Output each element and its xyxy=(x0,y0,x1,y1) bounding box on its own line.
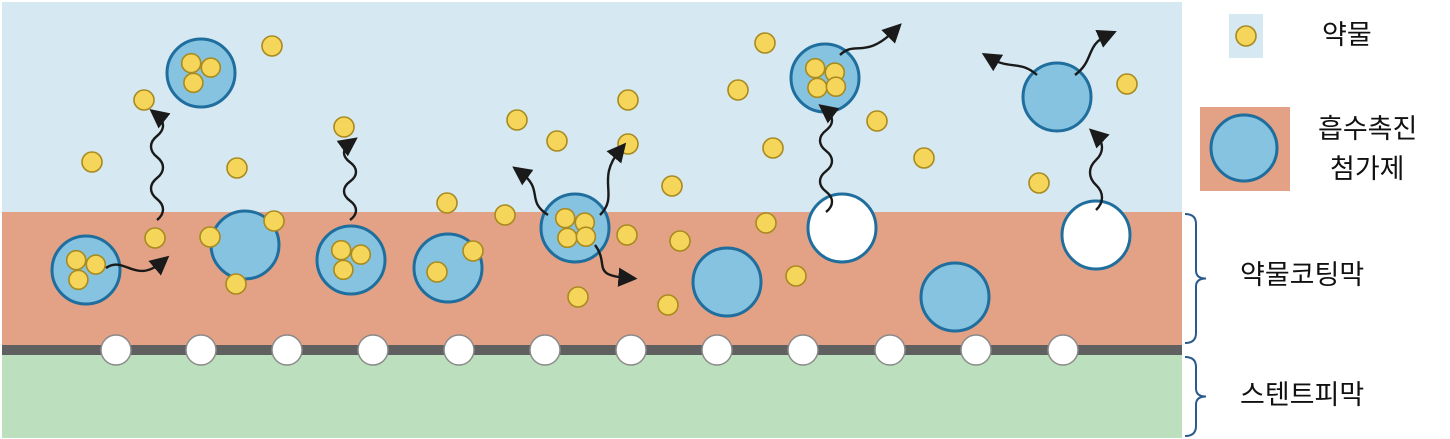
drug-particle xyxy=(333,259,354,281)
release-arrow xyxy=(105,255,170,276)
drug-particle xyxy=(225,273,247,295)
drug-particle xyxy=(785,265,807,287)
strut-bead xyxy=(787,334,819,366)
release-arrow xyxy=(512,166,549,217)
drug-particle xyxy=(65,249,87,271)
drug-particle xyxy=(133,89,155,111)
legend-enhancer-label-line2: 첨가제 xyxy=(1330,154,1405,185)
stent-layer xyxy=(2,355,1182,438)
drug-particle xyxy=(1235,25,1257,47)
drug-particle xyxy=(200,57,222,78)
stent-layer-label: 스텐트피막 xyxy=(1240,380,1365,411)
empty-enhancer-void xyxy=(1060,199,1132,271)
release-arrow xyxy=(336,137,358,221)
drug-particle xyxy=(727,79,749,101)
strut-bead xyxy=(615,334,647,366)
drug-particle xyxy=(866,110,888,132)
empty-enhancer-void xyxy=(806,192,878,264)
legend-enhancer-label-line1: 흡수촉진 xyxy=(1318,114,1418,145)
enhancer-particle xyxy=(50,234,122,306)
enhancer-particle xyxy=(315,224,387,296)
drug-particle xyxy=(144,227,166,249)
drug-particle xyxy=(575,226,597,248)
drug-particle xyxy=(85,254,107,275)
drug-particle xyxy=(825,76,847,98)
release-arrow xyxy=(594,244,638,287)
release-medium xyxy=(2,2,1182,212)
drug-particle xyxy=(807,77,828,99)
strut-bead xyxy=(1047,334,1079,366)
drug-particle xyxy=(506,109,528,131)
enhancer-particle xyxy=(165,37,237,109)
drug-particle xyxy=(554,207,576,229)
strut-bead xyxy=(960,334,992,366)
drug-particle xyxy=(426,261,448,283)
strut-bead xyxy=(185,334,217,366)
coating-layer-label: 약물코팅막 xyxy=(1240,260,1365,291)
blue-circle-icon xyxy=(1209,113,1279,183)
drug-particle xyxy=(567,286,589,308)
drug-particle xyxy=(183,72,204,94)
drug-particle xyxy=(180,52,202,74)
drug-particle xyxy=(333,116,355,138)
drug-particle xyxy=(462,240,484,262)
drug-particle xyxy=(1116,73,1138,95)
drug-particle xyxy=(261,35,283,57)
strut-bead xyxy=(701,334,733,366)
strut-bead xyxy=(357,334,389,366)
legend-drug-label: 약물 xyxy=(1322,20,1372,51)
drug-particle xyxy=(226,157,248,179)
drug-particle xyxy=(199,226,221,248)
drug-particle xyxy=(616,224,638,246)
release-arrow xyxy=(839,23,902,56)
enhancer-particle xyxy=(1021,61,1093,133)
strut-bead xyxy=(874,334,906,366)
coating-layer-bracket xyxy=(1184,213,1207,344)
drug-particle xyxy=(754,32,776,54)
drug-particle xyxy=(1028,172,1050,194)
strut-bead xyxy=(529,334,561,366)
drug-particle xyxy=(68,269,89,291)
release-arrow xyxy=(1088,128,1110,211)
release-arrow xyxy=(818,104,840,213)
drug-particle xyxy=(669,230,691,252)
drug-particle xyxy=(661,175,683,197)
strut-bead xyxy=(443,334,475,366)
drug-particle xyxy=(657,294,679,316)
drug-particle xyxy=(263,210,285,232)
enhancer-particle xyxy=(691,246,763,318)
drug-particle xyxy=(755,212,777,234)
enhancer-particle xyxy=(919,261,991,333)
release-arrow xyxy=(981,53,1038,76)
stent-strut-line xyxy=(2,345,1182,355)
drug-particle xyxy=(436,192,458,214)
release-arrow xyxy=(599,142,627,216)
drug-particle xyxy=(494,204,516,226)
drug-particle xyxy=(617,89,639,111)
strut-bead xyxy=(100,334,132,366)
drug-particle xyxy=(546,130,568,152)
drug-particle xyxy=(350,244,372,265)
drug-particle xyxy=(81,151,103,173)
drug-particle xyxy=(913,147,935,169)
enhancer-particle xyxy=(789,42,861,114)
strut-bead xyxy=(271,334,303,366)
drug-particle xyxy=(617,133,639,155)
release-arrow xyxy=(1074,30,1117,76)
stent-layer-bracket xyxy=(1184,356,1207,437)
drug-particle xyxy=(330,239,352,261)
drug-particle xyxy=(557,227,578,249)
drug-particle xyxy=(804,57,826,79)
release-arrow xyxy=(149,109,171,221)
drug-particle xyxy=(762,137,784,159)
